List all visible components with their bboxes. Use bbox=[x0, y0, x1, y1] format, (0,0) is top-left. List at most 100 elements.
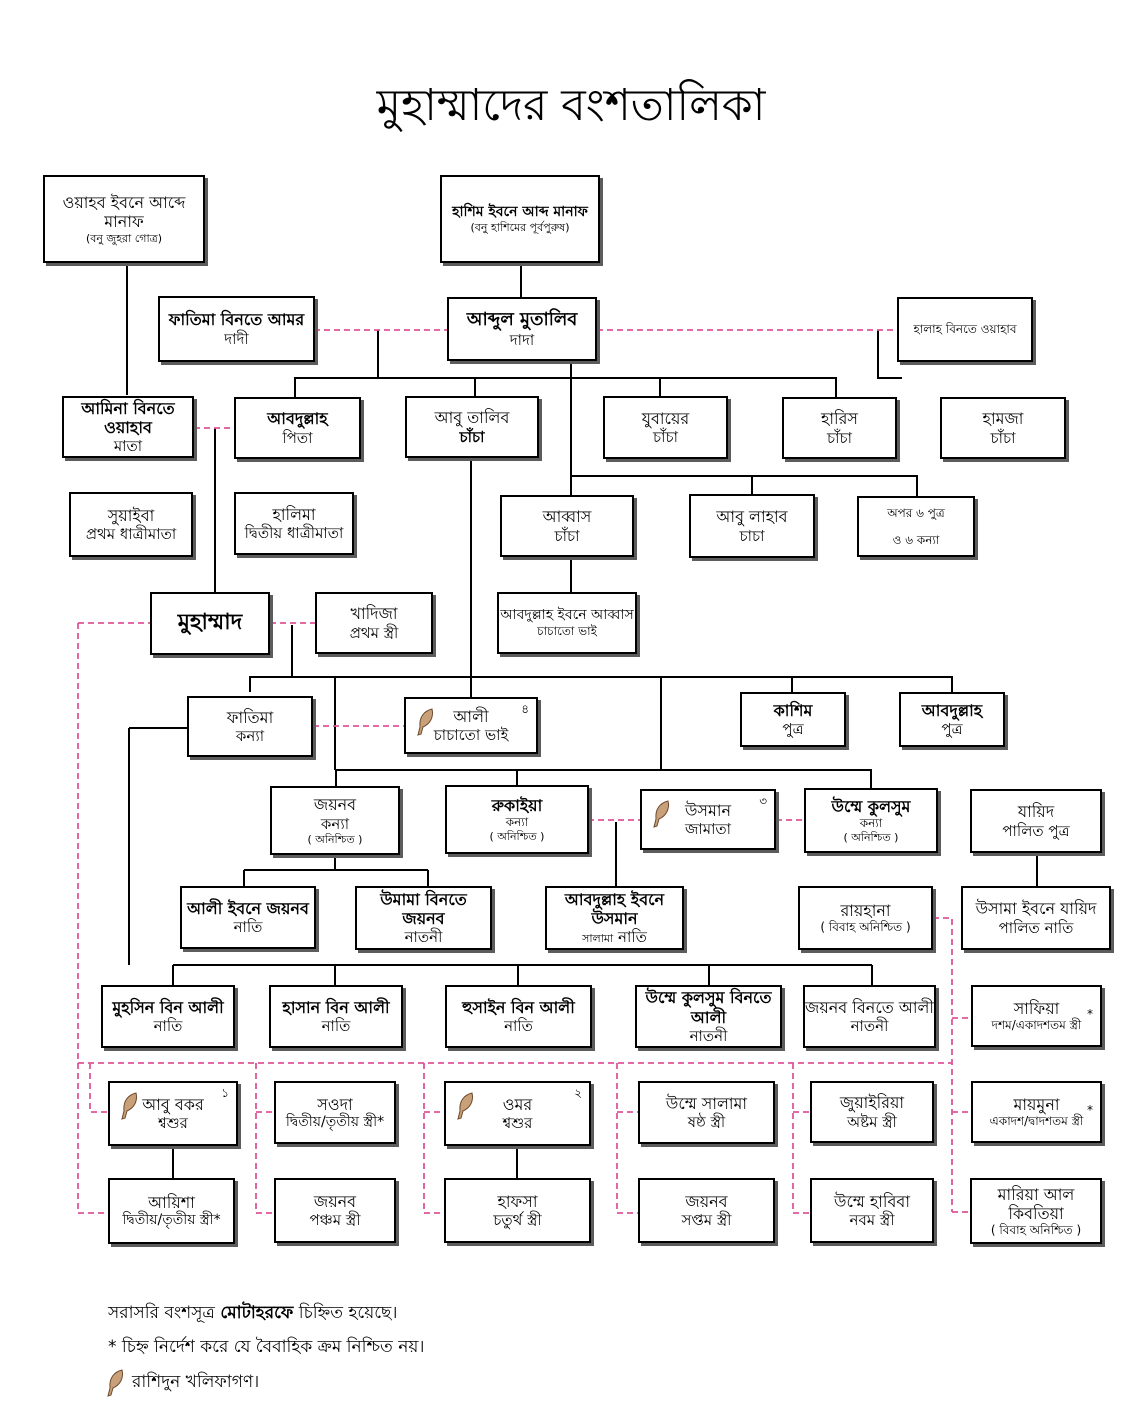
person-note: ( বিবাহ অনিশ্চিত ) bbox=[990, 1222, 1082, 1237]
person-role: নাতি bbox=[504, 1017, 533, 1036]
page-title: মুহাম্মাদের বংশতালিকা bbox=[376, 80, 766, 131]
person-role: দ্বিতীয় ধাত্রীমাতা bbox=[244, 524, 344, 543]
caliph-number: ৩ bbox=[759, 794, 767, 808]
person-role: দাদী bbox=[224, 329, 249, 348]
person-name: আবদুল্লাহ bbox=[921, 700, 983, 720]
person-role: নাতনী bbox=[850, 1017, 889, 1036]
person-role: কন্যা bbox=[235, 727, 265, 746]
person-name: যায়িদ bbox=[1017, 802, 1055, 822]
box-zayd: যায়িদ পালিত পুত্র bbox=[970, 789, 1102, 853]
box-uthman: ৩ উসমান জামাতা bbox=[640, 789, 776, 850]
legend-caliphs: রাশিদুন খলিফাগণ। bbox=[104, 1368, 259, 1398]
person-name: সুয়াইবা bbox=[107, 505, 155, 525]
box-abdullah: আবদুল্লাহ পিতা bbox=[234, 397, 361, 459]
box-abbas: আব্বাস চাঁচা bbox=[500, 495, 634, 557]
person-name: আব্বাস bbox=[542, 507, 592, 527]
box-halah: হালাহ বিনতে ওয়াহাব bbox=[897, 297, 1033, 362]
person-name: কাশিম bbox=[773, 700, 813, 720]
person-name: জুয়াইরিয়া bbox=[839, 1093, 905, 1113]
box-abdullah-abbas: আবদুল্লাহ ইবনে আব্বাস চাচাতো ভাই bbox=[497, 592, 637, 654]
box-zaynab-seventh: জয়নব সপ্তম স্ত্রী bbox=[638, 1178, 775, 1243]
box-abu-talib: আবু তালিব চাঁচা bbox=[405, 396, 539, 458]
person-name: সাফিয়া bbox=[1013, 999, 1060, 1019]
person-name: আমিনা বিনতে ওয়াহাব bbox=[81, 398, 175, 437]
person-note: দ্বিতীয়/তৃতীয় স্ত্রী* bbox=[285, 1113, 385, 1130]
person-name: আবু তালিব bbox=[434, 408, 510, 428]
person-role: নাতি bbox=[321, 1017, 351, 1036]
person-role: চাঁচা bbox=[827, 428, 852, 447]
legend-asterisk: * চিহ্ন নির্দেশ করে যে বৈবাহিক ক্রম নিশ্… bbox=[108, 1337, 425, 1357]
person-name: আলী bbox=[453, 706, 489, 726]
person-name: হুসাইন বিন আলী bbox=[462, 997, 575, 1017]
person-name: ফাতিমা বিনতে আমর bbox=[168, 310, 305, 330]
person-name: হাফসা bbox=[497, 1191, 538, 1211]
marriage-lines bbox=[77, 329, 971, 1214]
box-abu-bakr: ১ আবু বকর শ্বশুর bbox=[108, 1081, 238, 1146]
box-maymuna: * মায়মুনা একাদশ/দ্বাদশতম স্ত্রী bbox=[971, 1081, 1102, 1143]
box-abdullah-uthman: আবদুল্লাহ ইবনে উসমান সালামা নাতি bbox=[545, 886, 684, 950]
person-name: মায়মুনা bbox=[1013, 1095, 1060, 1115]
person-role: শ্বশুর bbox=[502, 1114, 533, 1133]
person-name: হালিমা bbox=[272, 504, 316, 524]
person-note: দ্বিতীয়/তৃতীয় স্ত্রী* bbox=[122, 1212, 221, 1229]
person-role: মাতা bbox=[113, 437, 143, 456]
box-umar: ২ ওমর শ্বশুর bbox=[444, 1081, 591, 1146]
feather-quill-icon bbox=[653, 800, 669, 828]
person-name: আলী ইবনে জয়নব bbox=[187, 898, 309, 918]
person-name: ওমর bbox=[502, 1094, 533, 1114]
person-role: নাতি bbox=[233, 918, 263, 937]
box-zubayr: যুবায়ের চাঁচা bbox=[603, 396, 728, 459]
person-note: সালামা bbox=[582, 932, 614, 946]
uncertain-marker: * bbox=[1087, 1007, 1093, 1021]
person-note: ( অনিশ্চিত ) bbox=[307, 832, 363, 846]
box-hafsa: হাফসা চতুর্থ স্ত্রী bbox=[444, 1178, 591, 1243]
person-name: উম্মে সালামা bbox=[665, 1093, 748, 1113]
box-qasim: কাশিম পুত্র bbox=[740, 692, 846, 747]
person-role: শ্বশুর bbox=[158, 1114, 188, 1133]
box-ali: ৪ আলী চাচাতো ভাই bbox=[404, 697, 538, 754]
person-name: রায়হানা bbox=[840, 901, 891, 921]
person-role: নাতি bbox=[153, 1017, 183, 1036]
person-role: কন্যা bbox=[859, 816, 883, 831]
box-umm-kulthum: উম্মে কুলসুম কন্যা ( অনিশ্চিত ) bbox=[804, 788, 938, 853]
person-note: (বনু হাশিমের পূর্বপুরুষ) bbox=[470, 220, 570, 234]
person-name: উম্মে হাবিবা bbox=[834, 1191, 910, 1211]
person-name: হাসান বিন আলী bbox=[282, 997, 390, 1017]
person-role: চাচা bbox=[739, 526, 765, 545]
person-name: উসামা ইবনে যায়িদ bbox=[975, 899, 1097, 919]
person-name: মুহসিন বিন আলী bbox=[112, 997, 224, 1017]
person-name: আবু লাহাব bbox=[716, 507, 788, 527]
person-role: প্রথম ধাত্রীমাতা bbox=[85, 525, 177, 544]
person-name: অপর ৬ পুত্র bbox=[887, 506, 945, 521]
person-role: পিতা bbox=[282, 428, 313, 447]
box-abdullah-son: আবদুল্লাহ পুত্র bbox=[899, 692, 1005, 747]
box-hamza: হামজা চাঁচা bbox=[940, 397, 1066, 459]
box-zaynab-fifth: জয়নব পঞ্চম স্ত্রী bbox=[274, 1178, 396, 1243]
person-name: রুকাইয়া bbox=[491, 796, 543, 816]
box-umm-habiba: উম্মে হাবিবা নবম স্ত্রী bbox=[810, 1178, 934, 1243]
person-name: জয়নব bbox=[313, 795, 357, 815]
person-name: যুবায়ের bbox=[641, 408, 690, 428]
box-rayhana: রায়হানা ( বিবাহ অনিশ্চিত ) bbox=[798, 886, 933, 950]
feather-quill-icon bbox=[107, 1369, 123, 1397]
person-name: উমামা বিনতে জয়নব bbox=[380, 889, 467, 928]
person-name: হাশিম ইবনে আব্দ মানাফ bbox=[452, 204, 588, 220]
person-role: নাতনী bbox=[689, 1026, 728, 1045]
person-name: জয়নব bbox=[313, 1191, 357, 1211]
person-name: আবদুল্লাহ bbox=[267, 409, 328, 429]
feather-quill-icon bbox=[457, 1092, 473, 1120]
person-name: জয়নব bbox=[685, 1191, 728, 1211]
box-haris: হারিস চাঁচা bbox=[782, 397, 897, 459]
box-fatima: ফাতিমা কন্যা bbox=[187, 696, 313, 757]
person-role: ও ৬ কন্যা bbox=[892, 532, 940, 547]
person-note: (বনু জুহরা গোত্র) bbox=[85, 231, 163, 245]
box-zaynab-ali: জয়নব বিনতে আলী নাতনী bbox=[803, 985, 936, 1048]
person-name: হারিস bbox=[821, 409, 858, 429]
box-khadija: খাদিজা প্রথম স্ত্রী bbox=[315, 592, 433, 654]
person-name: খাদিজা bbox=[350, 604, 398, 624]
box-sawda: সওদা দ্বিতীয়/তৃতীয় স্ত্রী* bbox=[274, 1081, 396, 1144]
person-name: জয়নব বিনতে আলী bbox=[805, 997, 934, 1017]
box-amina: আমিনা বিনতে ওয়াহাব মাতা bbox=[62, 396, 194, 458]
box-juwayriya: জুয়াইরিয়া অষ্টম স্ত্রী bbox=[810, 1081, 934, 1143]
